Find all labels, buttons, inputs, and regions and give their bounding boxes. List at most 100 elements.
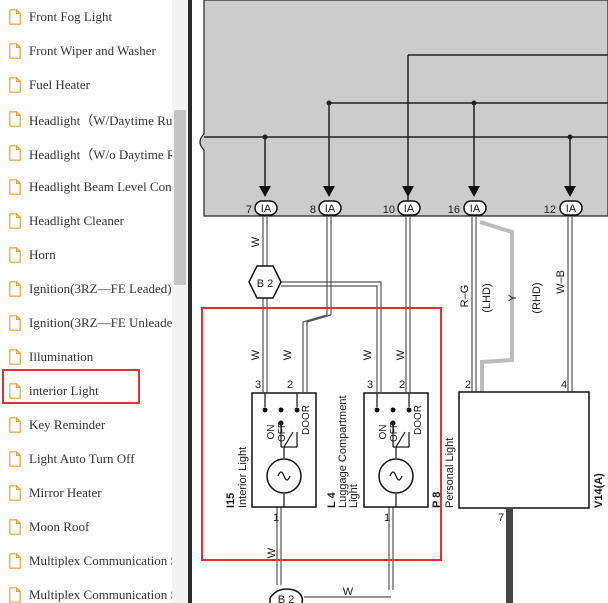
connector-pin: 8	[310, 204, 316, 216]
wire-label: W	[395, 349, 407, 360]
component-name-luggage-light: Light	[348, 484, 360, 508]
sidebar-item[interactable]: Fuel Heater	[0, 68, 172, 102]
sidebar-item[interactable]: interior Light	[0, 374, 172, 408]
sidebar-item-label: Ignition(3RZ—FE Unleaded)	[29, 315, 172, 330]
document-icon	[9, 179, 21, 195]
sidebar-item-label: Moon Roof	[29, 519, 90, 534]
sidebar-item[interactable]: Moon Roof	[0, 510, 172, 544]
wires	[262, 216, 573, 598]
sidebar-item[interactable]: Multiplex Communication System	[0, 544, 172, 578]
sidebar-item-label: Horn	[29, 247, 56, 262]
component-name-personal-light: Personal Light	[444, 438, 456, 508]
sidebar-item[interactable]: Mirror Heater	[0, 476, 172, 510]
document-icon	[9, 145, 21, 161]
sidebar-scrollbar-thumb[interactable]	[174, 110, 186, 285]
connector-code: IA	[325, 203, 336, 215]
connector-ia-16	[463, 200, 487, 216]
connector-code: IA	[261, 203, 272, 215]
document-icon	[9, 111, 21, 127]
switch-label-off: OFF	[389, 422, 400, 442]
wire-label: W	[343, 586, 354, 598]
component-code-v14a: V14(A)	[593, 473, 605, 508]
sidebar-item[interactable]: Multiplex Communication System	[0, 578, 172, 603]
pin-number: 2	[287, 379, 293, 391]
document-icon	[9, 417, 21, 433]
sidebar-item-label: Mirror Heater	[29, 485, 102, 500]
pin-number: 1	[384, 512, 390, 524]
bus-lines	[204, 54, 608, 208]
document-icon	[9, 587, 21, 603]
wire-label: R–G	[459, 285, 471, 308]
sidebar-item[interactable]: Illumination	[0, 340, 172, 374]
document-icon	[9, 247, 21, 263]
wire-label: W	[250, 349, 262, 360]
connector-pin: 16	[448, 204, 460, 216]
sidebar-item-label: Multiplex Communication System	[29, 587, 172, 602]
pin-number: 2	[465, 379, 471, 391]
sidebar-item[interactable]: Horn	[0, 238, 172, 272]
connector-pin: 7	[246, 204, 252, 216]
sidebar-item[interactable]: Ignition(3RZ—FE Leaded)	[0, 272, 172, 306]
junction-b2	[248, 265, 282, 299]
connector-ia-7	[254, 200, 278, 216]
junction-b2-label: B 2	[257, 278, 274, 290]
sidebar-item-label: Light Auto Turn Off	[29, 451, 135, 466]
document-icon	[9, 43, 21, 59]
document-icon	[9, 349, 21, 365]
sidebar-item[interactable]: Ignition(3RZ—FE Unleaded)	[0, 306, 172, 340]
connector-code: IA	[566, 203, 577, 215]
component-name-luggage-light: Luggage Compartment	[337, 395, 349, 508]
wire-label: (LHD)	[481, 283, 493, 312]
sidebar-item-label: Headlight Beam Level Control	[29, 179, 172, 194]
sidebar-item-label: Illumination	[29, 349, 94, 364]
sidebar-item-label: Multiplex Communication System	[29, 553, 172, 568]
sidebar-item-label: Front Fog Light	[29, 9, 113, 24]
interior-light-switch	[251, 392, 317, 508]
wire-label: W–B	[555, 270, 567, 294]
luggage-light-switch	[363, 392, 429, 508]
pin-number: 1	[273, 512, 279, 524]
switch-label-on: ON	[378, 425, 389, 440]
pin-number: 3	[255, 379, 261, 391]
junction-b2-bottom-label: B 2	[278, 594, 295, 603]
pin-number: 4	[561, 379, 567, 391]
document-icon	[9, 213, 21, 229]
switch-label-on: ON	[266, 425, 277, 440]
component-name-interior-light: Interior Light	[237, 447, 249, 508]
document-icon	[9, 77, 21, 93]
component-code-i15: I15	[225, 493, 237, 508]
connector-ia-8	[318, 200, 342, 216]
connector-code: IA	[404, 203, 415, 215]
sidebar-item[interactable]: Front Fog Light	[0, 0, 172, 34]
switch-label-door: DOOR	[301, 405, 312, 435]
sidebar-item-label: Headlight（W/o Daytime Running Light）	[29, 146, 172, 162]
sidebar-item[interactable]: Headlight Cleaner	[0, 204, 172, 238]
connector-code: IA	[470, 203, 481, 215]
sidebar-item-label: interior Light	[29, 383, 99, 398]
sidebar-item[interactable]: Light Auto Turn Off	[0, 442, 172, 476]
wire-bundle-y	[479, 220, 514, 392]
wire-label: Y	[507, 294, 519, 302]
sidebar-item-label: Key Reminder	[29, 417, 106, 432]
sidebar-item-label: Fuel Heater	[29, 77, 91, 92]
document-icon	[9, 9, 21, 25]
connector-pin: 10	[383, 204, 395, 216]
sidebar-item[interactable]: Headlight（W/Daytime Running Light）	[0, 102, 172, 136]
sidebar-item[interactable]: Headlight Beam Level Control	[0, 170, 172, 204]
pin-number: 3	[367, 379, 373, 391]
wire-label: (RHD)	[531, 282, 543, 313]
sidebar-item-label: Ignition(3RZ—FE Leaded)	[29, 281, 172, 296]
sidebar-item[interactable]: Headlight（W/o Daytime Running Light）	[0, 136, 172, 170]
wiring-diagram: IA IA IA IA IA 7 8 10 16 12 B 2 B 2 W W …	[192, 0, 608, 603]
sidebar-item-label: Headlight（W/Daytime Running Light）	[29, 112, 172, 128]
document-icon	[9, 315, 21, 331]
pin-number: 2	[399, 379, 405, 391]
sidebar-scrollbar-track[interactable]	[172, 0, 188, 603]
sidebar-item[interactable]: Front Wiper and Washer	[0, 34, 172, 68]
document-icon	[9, 451, 21, 467]
pin-number: 7	[498, 512, 504, 524]
sidebar-item[interactable]: Key Reminder	[0, 408, 172, 442]
document-icon	[9, 383, 21, 399]
sidebar-item-label: Headlight Cleaner	[29, 213, 124, 228]
connector-ia-10	[397, 200, 421, 216]
